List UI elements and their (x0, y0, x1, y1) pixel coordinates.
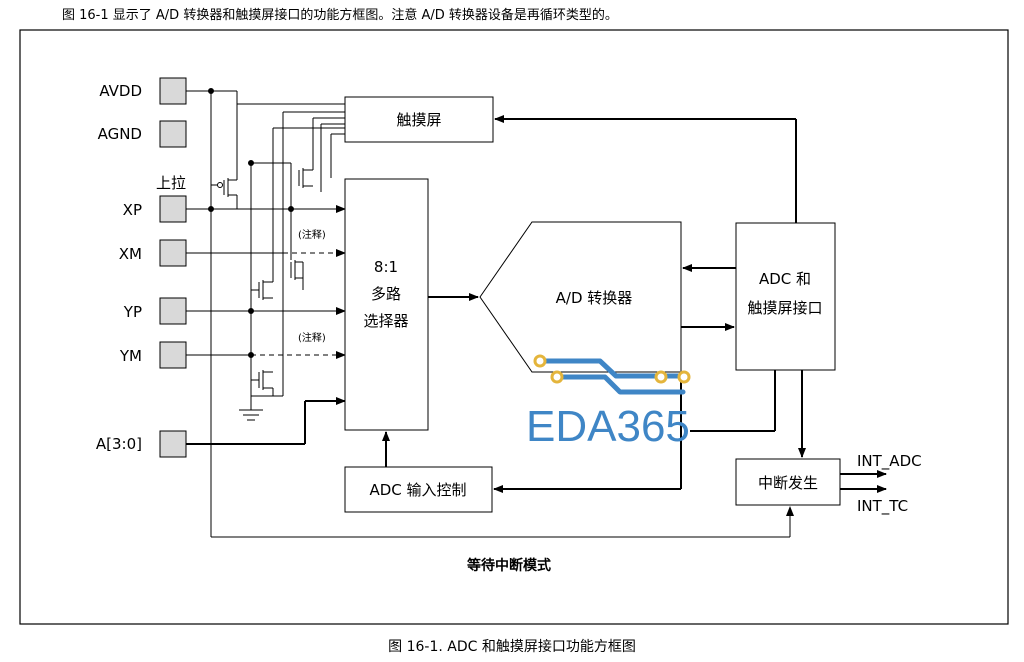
mux-label-1: 8:1 (374, 258, 398, 276)
intro-text: 图 16-1 显示了 A/D 转换器和触摸屏接口的功能方框图。注意 A/D 转换… (62, 8, 618, 23)
pin-xp-pad (159, 195, 187, 223)
adc-input-control-label: ADC 输入控制 (369, 481, 466, 499)
pin-avdd-label: AVDD (99, 82, 142, 100)
ad-converter-label: A/D 转换器 (556, 289, 633, 307)
pin-agnd-label: AGND (98, 125, 142, 143)
output-int-tc-label: INT_TC (857, 497, 908, 516)
block-wiring (382, 115, 887, 493)
pin-agnd-pad (159, 120, 187, 148)
ad-converter-block: A/D 转换器 (479, 221, 682, 373)
pin-yp-pad (159, 297, 187, 325)
pin-a30: A[3:0] (96, 430, 187, 458)
watermark-logo: EDA365 (526, 354, 691, 451)
interrupt-generator-block: 中断发生 (735, 458, 841, 506)
adc-interface-label-2: 触摸屏接口 (747, 299, 822, 317)
mux-label-3: 选择器 (363, 312, 408, 330)
pullup-label: 上拉 (156, 174, 186, 192)
mux-label-2: 多路 (371, 285, 401, 303)
pin-wiring (186, 88, 346, 537)
figure-caption: 图 16-1. ADC 和触摸屏接口功能方框图 (388, 639, 636, 655)
pin-avdd: AVDD (99, 77, 187, 105)
pin-xm: XM (119, 239, 187, 267)
pin-yp-label: YP (123, 303, 142, 321)
wakeup-wiring (211, 506, 794, 538)
touch-screen-block: 触摸屏 (344, 96, 494, 143)
mux-block: 8:1 多路 选择器 (344, 178, 429, 431)
adc-input-control-block: ADC 输入控制 (344, 466, 493, 513)
output-int-adc-label: INT_ADC (857, 452, 922, 471)
touch-screen-label: 触摸屏 (396, 111, 441, 129)
pin-agnd: AGND (98, 120, 187, 148)
pin-xp-label: XP (123, 201, 142, 219)
note-label-xm: (注释) (298, 228, 326, 241)
interrupt-generator-label: 中断发生 (758, 474, 818, 492)
mode-label: 等待中断模式 (467, 557, 551, 574)
adc-interface-label-1: ADC 和 (759, 270, 811, 288)
pin-ym-label: YM (119, 347, 142, 365)
pin-avdd-pad (159, 77, 187, 105)
adc-interface-block: ADC 和 触摸屏接口 (735, 222, 836, 371)
pin-xp: XP (123, 195, 187, 223)
watermark-text: EDA365 (526, 402, 690, 451)
pin-a30-label: A[3:0] (96, 435, 142, 453)
pin-xm-label: XM (119, 245, 142, 263)
pin-xm-pad (159, 239, 187, 267)
diagram-frame (19, 29, 1009, 625)
pin-yp: YP (123, 297, 187, 325)
note-label-ym: (注释) (298, 331, 326, 344)
pin-a30-pad (159, 430, 187, 458)
pin-ym-pad (159, 341, 187, 369)
pin-ym: YM (119, 341, 187, 369)
